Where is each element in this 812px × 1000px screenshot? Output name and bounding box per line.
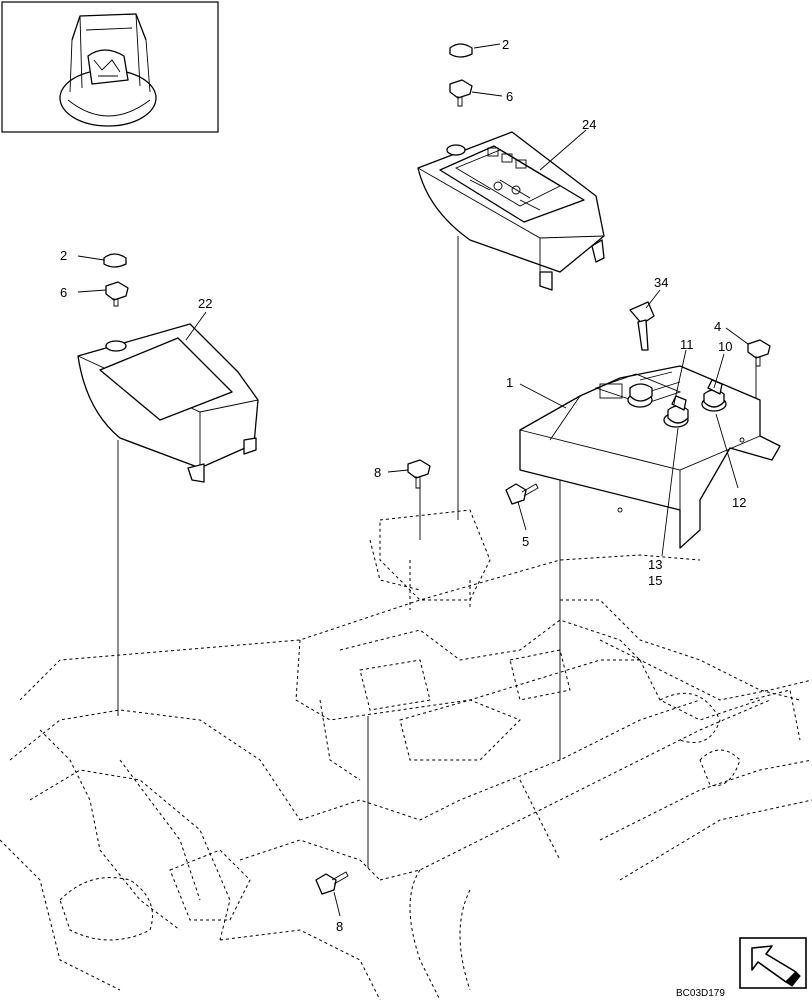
- callout-11: 11: [680, 337, 694, 352]
- drawing-code: BC03D179: [676, 988, 725, 999]
- callout-10: 10: [718, 339, 732, 354]
- callout-22: 22: [198, 296, 212, 311]
- callout-12: 12: [732, 495, 746, 510]
- part-24-monitor-cover: [417, 131, 605, 291]
- callout-34: 34: [654, 275, 668, 290]
- orientation-arrow-icon: [739, 937, 807, 989]
- callout-labels: 2 6 24 2 6 22 34 4 11 10 1 12 8 5 13 15 …: [60, 37, 746, 934]
- callout-4: 4: [714, 319, 721, 334]
- callout-6-top: 6: [506, 89, 513, 104]
- callout-8-mid: 8: [374, 465, 381, 480]
- machine-frame-outline: [0, 509, 812, 1000]
- callout-15: 15: [648, 573, 662, 588]
- bolts: [105, 79, 771, 895]
- callout-13: 13: [648, 557, 662, 572]
- switch-knobs: [629, 379, 725, 424]
- part-34-key: [629, 301, 655, 351]
- part-22-left-console-cover: [77, 323, 259, 483]
- callout-leaders: [77, 43, 749, 917]
- assembly-lines: [117, 236, 757, 868]
- callout-8-bottom: 8: [336, 919, 343, 934]
- callout-2-top: 2: [502, 37, 509, 52]
- callout-24: 24: [582, 117, 596, 132]
- callout-6-left: 6: [60, 285, 67, 300]
- caps-part-2: [103, 43, 473, 268]
- callout-5: 5: [522, 534, 529, 549]
- machine-overview-inset: [1, 1, 219, 133]
- callout-2-left: 2: [60, 248, 67, 263]
- callout-1: 1: [506, 375, 513, 390]
